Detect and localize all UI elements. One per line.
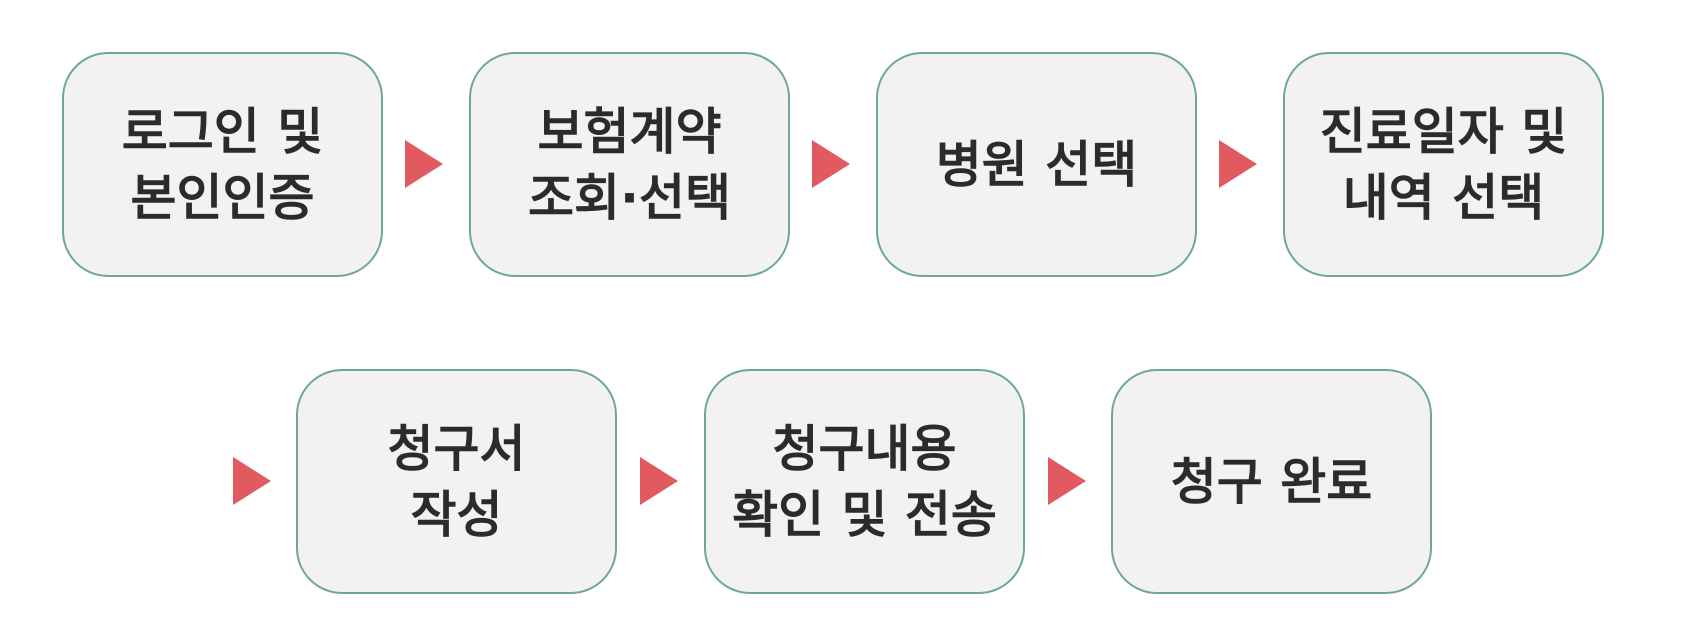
step-claim-form-write: 청구서 작성 — [296, 369, 617, 594]
step-label-line: 작성 — [410, 485, 503, 544]
step-label-line: 보험계약 — [537, 102, 722, 161]
step-login-identity-verification: 로그인 및 본인인증 — [62, 52, 383, 277]
step-label-line: 확인 및 전송 — [732, 485, 997, 544]
step-treatment-date-select: 진료일자 및 내역 선택 — [1283, 52, 1604, 277]
flow-arrow-right-icon — [640, 457, 678, 505]
step-label-line: 청구내용 — [772, 419, 957, 478]
step-claim-complete: 청구 완료 — [1111, 369, 1432, 594]
step-label-line: 내역 선택 — [1342, 168, 1545, 227]
step-label-line: 조회·선택 — [528, 168, 731, 227]
step-hospital-select: 병원 선택 — [876, 52, 1197, 277]
step-label-line: 청구서 — [387, 419, 526, 478]
step-insurance-contract-select: 보험계약 조회·선택 — [469, 52, 790, 277]
step-label-line: 진료일자 및 — [1319, 102, 1568, 161]
step-claim-confirm-send: 청구내용 확인 및 전송 — [704, 369, 1025, 594]
step-label-line: 청구 완료 — [1170, 452, 1373, 511]
flow-arrow-right-icon — [1219, 140, 1257, 188]
step-label-line: 로그인 및 — [121, 102, 324, 161]
flow-arrow-right-icon — [812, 140, 850, 188]
flow-arrow-right-icon — [233, 457, 271, 505]
flow-arrow-right-icon — [405, 140, 443, 188]
flow-arrow-right-icon — [1048, 457, 1086, 505]
step-label-line: 병원 선택 — [935, 135, 1138, 194]
step-label-line: 본인인증 — [130, 168, 315, 227]
